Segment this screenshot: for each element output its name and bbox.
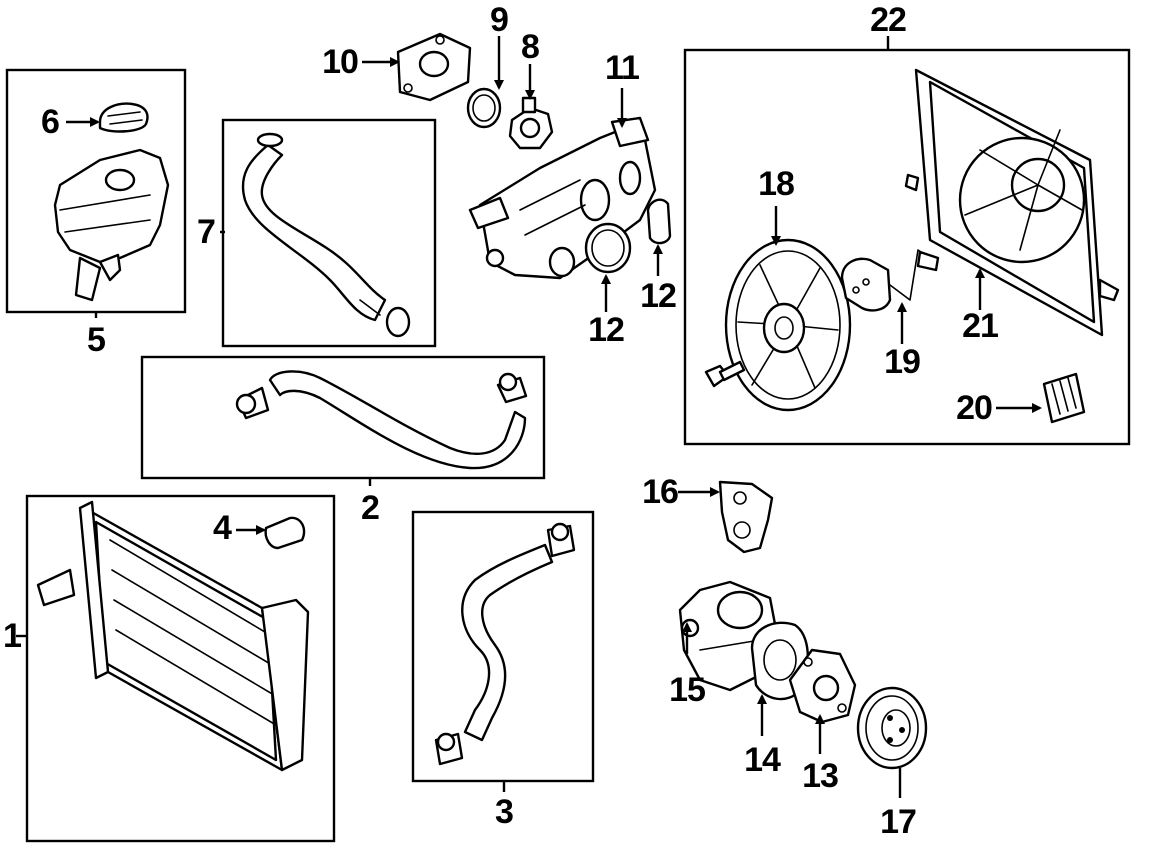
upper-radiator-hose [241,132,411,338]
reservoir-cap [98,102,149,133]
callout-17: 17 [880,803,917,841]
callout-13: 13 [802,757,839,795]
callout-14: 14 [744,741,781,779]
fan-bolt [704,360,746,388]
gasket-12b [646,198,672,245]
drain-plug [264,516,306,550]
box-radiator [25,494,336,843]
callout-3: 3 [495,793,514,831]
box-fan-assembly [683,48,1131,446]
callout-5: 5 [87,321,106,359]
fan-motor [840,249,940,312]
radiator-inlet-hose [235,370,528,470]
callout-19: 19 [884,343,921,381]
fan-shroud [904,68,1120,337]
callout-20: 20 [956,389,993,427]
callout-8: 8 [521,28,540,66]
callout-12a: 12 [588,311,625,349]
coolant-reservoir [53,148,170,302]
box-radiator-hose [140,355,546,480]
water-pump-pulley [856,686,928,770]
callout-12b: 12 [640,277,677,315]
callout-6: 6 [41,103,60,141]
callout-18: 18 [758,165,795,203]
callout-15: 15 [669,671,706,709]
callout-2: 2 [361,489,380,527]
fan-resistor [1042,372,1086,424]
callout-4: 4 [213,509,232,547]
lower-radiator-hose [434,522,576,766]
radiator [36,500,310,772]
callout-21: 21 [962,307,999,345]
callout-7: 7 [197,213,216,251]
callout-1: 1 [3,617,22,655]
leader-lines [16,36,1042,798]
water-pump [788,648,857,724]
callout-22: 22 [870,1,907,39]
callout-9: 9 [490,1,509,39]
callout-10: 10 [322,43,359,81]
cooling-fan-blade [724,238,852,412]
callout-11: 11 [605,49,640,87]
water-pump-gasket [718,480,774,554]
thermostat [508,96,554,150]
callout-16: 16 [642,473,679,511]
water-outlet-fitting [396,32,472,102]
